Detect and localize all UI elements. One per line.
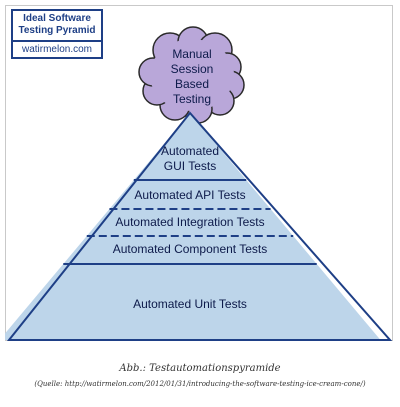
badge-site: watirmelon.com	[21, 44, 93, 55]
layer-label: Automated	[161, 144, 219, 158]
layer-label: Automated Integration Tests	[115, 215, 264, 229]
layer-component-tests	[63, 236, 317, 264]
layer-label: Automated API Tests	[134, 188, 245, 202]
cloud-label: Testing	[173, 92, 211, 106]
layer-integration-tests	[86, 209, 294, 236]
pyramid-outline	[6, 111, 393, 341]
cloud-label: Manual	[172, 47, 211, 61]
figure-source: (Quelle: http://watirmelon.com/2012/01/3…	[34, 380, 366, 388]
figure-caption: Abb.: Testautomationspyramide	[119, 363, 281, 374]
badge-title-line-1: Ideal Software	[23, 13, 91, 24]
cloud-label: Based	[175, 77, 209, 91]
badge-divider	[13, 40, 101, 42]
layer-label: Automated Unit Tests	[133, 297, 247, 311]
layer-gui-tests	[133, 113, 247, 180]
cloud-label: Session	[171, 62, 214, 76]
layer-label: Automated Component Tests	[113, 242, 268, 256]
layer-api-tests	[109, 180, 271, 209]
layer-unit-tests	[5, 264, 381, 340]
layer-label: GUI Tests	[164, 159, 216, 173]
badge-title-line-2: Testing Pyramid	[18, 25, 96, 36]
title-badge: Ideal Software Testing Pyramid watirmelo…	[11, 9, 103, 59]
manual-testing-cloud	[138, 26, 245, 124]
